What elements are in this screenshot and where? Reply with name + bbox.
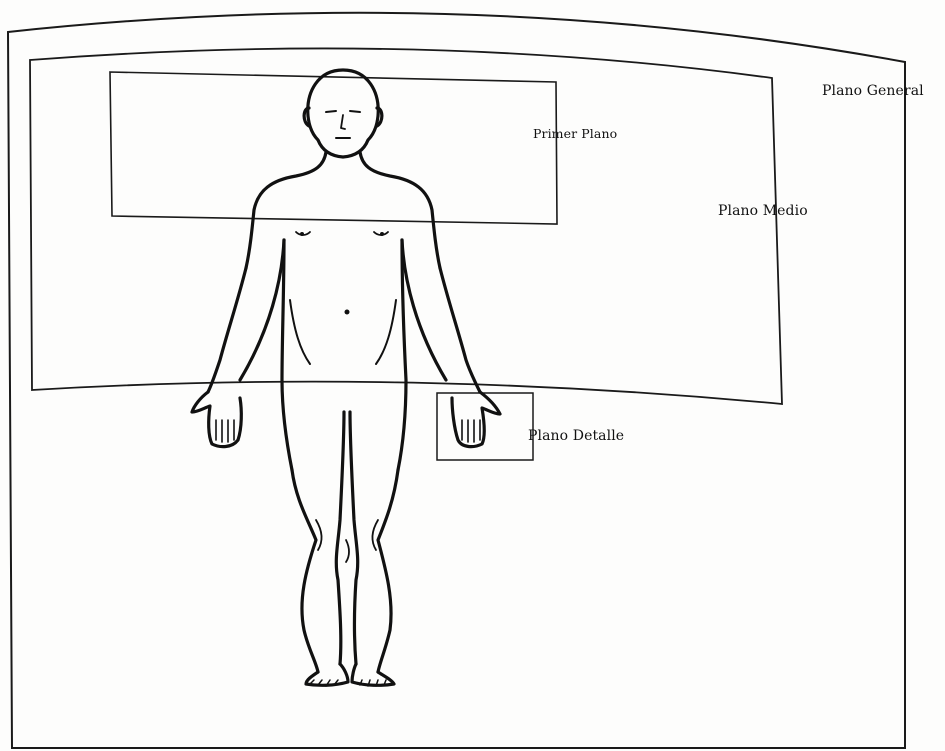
plano-detalle-label: Plano Detalle: [528, 429, 624, 443]
primer-plano-label: Primer Plano: [533, 128, 617, 141]
plano-general-frame: [8, 13, 905, 748]
plano-general-label: Plano General: [822, 84, 924, 98]
primer-plano-frame: [110, 72, 557, 224]
plano-medio-label: Plano Medio: [718, 204, 808, 218]
human-figure: [192, 70, 500, 686]
